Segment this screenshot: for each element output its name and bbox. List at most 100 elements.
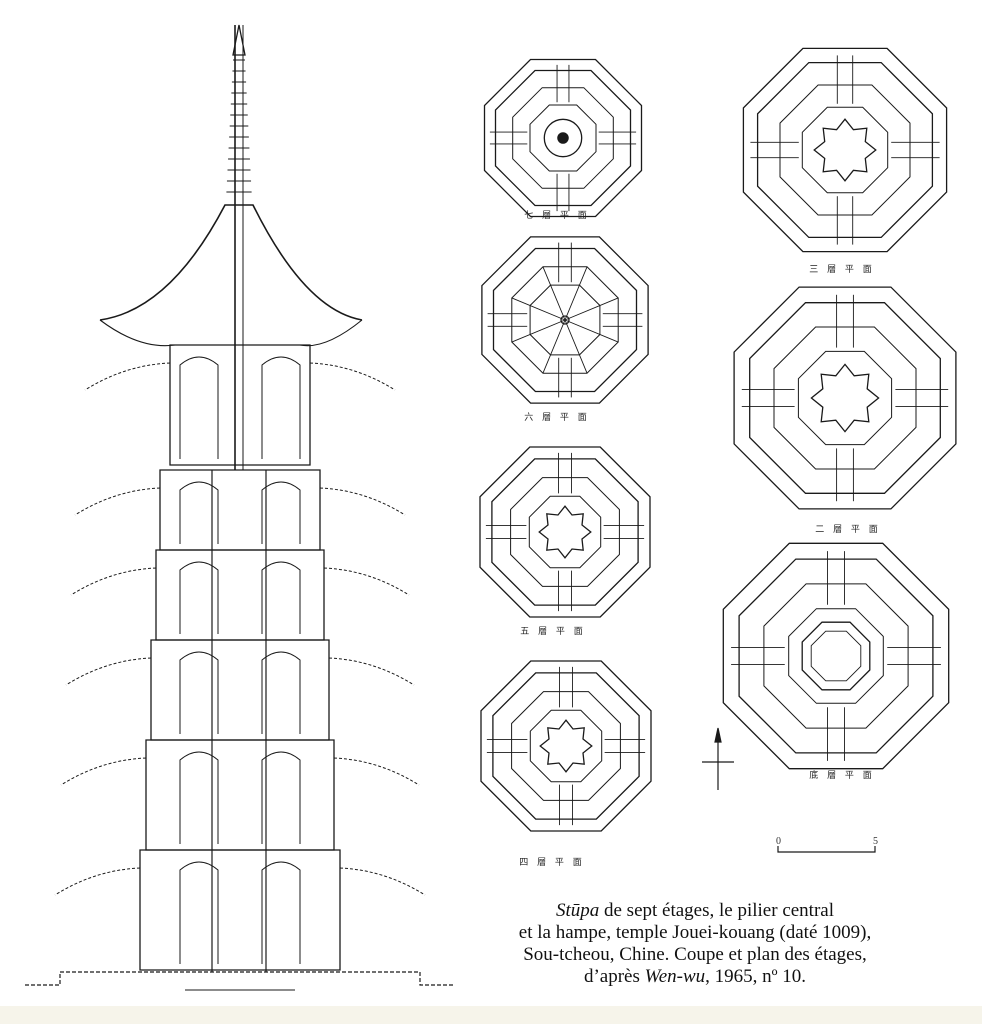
plan-outer-wall (482, 237, 648, 403)
plan-corridor-inner (530, 710, 601, 781)
plan-outer-wall (743, 48, 946, 251)
floor-plan-first (723, 543, 948, 768)
niche-left (180, 862, 218, 964)
story-wall-4 (151, 640, 329, 740)
niche-right (262, 862, 300, 964)
story-wall-5 (146, 740, 334, 850)
caption-line-1: Stūpa de sept étages, le pilier central (430, 900, 960, 922)
plan-corridor-outer (774, 327, 916, 469)
story-wall-2 (160, 470, 320, 550)
top-roof (100, 205, 362, 320)
niche-left (180, 652, 218, 734)
plan-core-pillar (540, 720, 592, 772)
plan-outer-wall-inner (496, 71, 631, 206)
eave-left (71, 568, 156, 595)
caption-line-3: Sou-tcheou, Chine. Coupe et plan des éta… (523, 944, 867, 965)
plan-outer-wall-inner (492, 459, 638, 605)
niche-right (262, 357, 300, 459)
figure-caption: Stūpa de sept étages, le pilier central … (430, 900, 960, 988)
plan-radial-beam (565, 298, 618, 320)
plan-label-fourth: 四 層 平 面 (519, 858, 585, 868)
plan-label-second: 二 層 平 面 (815, 525, 881, 535)
story-wall-6 (140, 850, 340, 970)
plan-radial-beam (565, 267, 587, 320)
eave-right (310, 363, 395, 390)
plan-outer-wall-inner (750, 303, 941, 494)
plan-core-ring (544, 119, 581, 156)
plan-corridor-inner (802, 107, 887, 192)
story-wall-1 (170, 345, 310, 465)
plan-corridor-inner (530, 105, 596, 171)
plan-radial-beam (543, 267, 565, 320)
top-roof-eaves (100, 320, 362, 346)
caption-wenwu: Wen-wu (644, 966, 706, 987)
compass-arrow (715, 728, 721, 742)
niche-left (180, 357, 218, 459)
caption-stupa: Stūpa (555, 900, 600, 921)
eave-left (55, 868, 140, 895)
diagram-extras (702, 728, 875, 852)
plan-corridor-outer (780, 85, 910, 215)
plan-central-pillar (558, 133, 568, 143)
plan-corridor-outer (511, 478, 620, 587)
eave-right (340, 868, 425, 895)
eave-right (329, 658, 414, 685)
floor-plan-seventh (485, 60, 642, 217)
niche-left (180, 752, 218, 844)
plan-label-seventh: 七 層 平 面 (524, 211, 590, 221)
plan-outer-wall (485, 60, 642, 217)
floor-plan-fourth (481, 661, 651, 831)
floor-plans (480, 48, 956, 831)
floor-plan-fifth (480, 447, 650, 617)
plan-core-pillar (814, 119, 876, 181)
eave-right (320, 488, 405, 515)
eave-left (66, 658, 151, 685)
plan-radial-beam (512, 298, 565, 320)
page-edge (0, 1006, 982, 1024)
niche-right (262, 752, 300, 844)
eave-left (61, 758, 146, 785)
plan-corridor-inner (789, 609, 884, 704)
plan-outer-wall (480, 447, 650, 617)
story-wall-3 (156, 550, 324, 640)
niche-right (262, 482, 300, 544)
floor-plan-third (743, 48, 946, 251)
plan-corridor-outer (513, 88, 614, 189)
plan-radial-beam (512, 320, 565, 342)
caption-line-4-end: , 1965, nº 10. (705, 966, 807, 987)
pagoda-section-drawing (25, 25, 455, 990)
caption-line-2: et la hampe, temple Jouei-kouang (daté 1… (518, 922, 872, 943)
caption-line-4-start: d’après (583, 966, 645, 987)
niche-right (262, 562, 300, 634)
niche-right (262, 652, 300, 734)
eave-left (85, 363, 170, 390)
plan-core-room (802, 622, 870, 690)
finial-tip (233, 25, 245, 55)
eave-left (75, 488, 160, 515)
scale-mark-right: 5 (873, 836, 878, 847)
plan-outer-wall (481, 661, 651, 831)
plan-central-pillar (561, 316, 569, 324)
caption-line-1-rest: de sept étages, le pilier central (599, 900, 835, 921)
floor-plan-second (734, 287, 956, 509)
plan-core-room-inner (811, 631, 861, 681)
plan-corridor-outer (512, 692, 621, 801)
scale-mark-left: 0 (776, 836, 781, 847)
niche-left (180, 482, 218, 544)
plan-radial-beam (565, 320, 587, 373)
plan-outer-wall-inner (493, 673, 639, 819)
caption-line-4: d’après Wen-wu, 1965, nº 10. (430, 966, 960, 988)
scale-bar (778, 846, 875, 852)
plan-radial-beam (543, 320, 565, 373)
plan-outer-wall (723, 543, 948, 768)
plan-label-first: 底 層 平 面 (809, 771, 875, 781)
plan-label-fifth: 五 層 平 面 (520, 627, 586, 637)
plan-outer-wall-inner (494, 249, 637, 392)
niche-left (180, 562, 218, 634)
plan-outer-wall-inner (739, 559, 933, 753)
plan-outer-wall-inner (758, 63, 933, 238)
plan-core-pillar (539, 506, 591, 558)
ground-line (25, 972, 455, 985)
plan-radial-beam (565, 320, 618, 342)
